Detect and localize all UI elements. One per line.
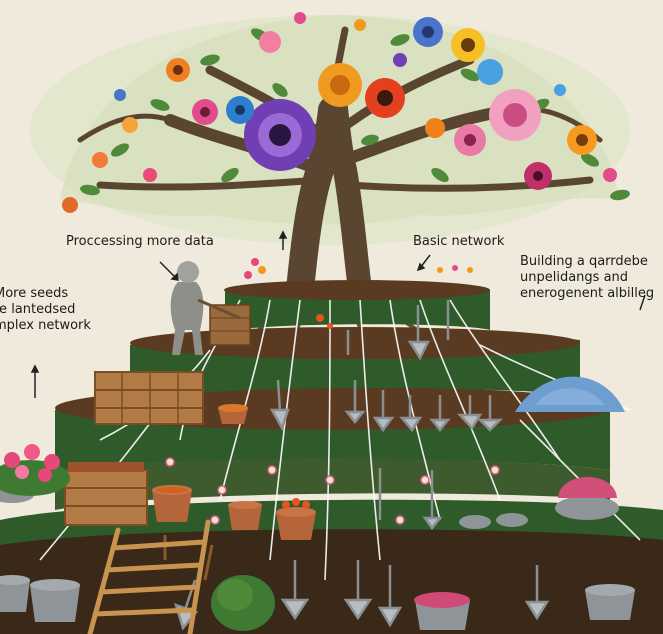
network-nodes <box>165 457 500 525</box>
pink-flower-2 <box>454 124 486 156</box>
bowl <box>555 477 619 520</box>
label-building-line-1: Building a qarrdebe <box>520 254 648 269</box>
top-tier-flowers <box>244 258 473 329</box>
label-basic-network: Basic network <box>413 234 505 249</box>
label-building-line-2: unpelidangs and <box>520 270 629 285</box>
purple-flower <box>244 99 316 171</box>
flower-pots <box>0 404 635 630</box>
orange-flower <box>318 63 362 107</box>
pot <box>414 592 470 630</box>
red-flower <box>365 78 405 118</box>
label-processing-more-data: Proccessing more data <box>66 234 214 249</box>
pink-flower-3 <box>192 99 218 125</box>
sunflower <box>451 28 485 62</box>
blue-flower-2 <box>226 96 254 124</box>
label-building-line-3: enerogenent albilleg <box>520 286 655 301</box>
label-seeds-line-3: mplex network <box>0 318 91 333</box>
bowl <box>459 515 491 529</box>
wooden-planter-upper <box>94 371 204 425</box>
blue-seed-mound <box>515 376 625 412</box>
pointer-arrows <box>30 230 646 398</box>
pink-flower-bush <box>0 444 70 496</box>
pot <box>152 485 192 522</box>
garden-tools <box>163 300 550 631</box>
gardener-figure <box>170 261 241 355</box>
label-building-garden: Building a qarrdebe unpelidangs and ener… <box>520 254 654 302</box>
pink-flower <box>489 89 541 141</box>
pot <box>228 501 262 530</box>
orange-flower-4 <box>425 118 445 138</box>
magenta-flower <box>524 162 552 190</box>
pot <box>585 584 635 620</box>
label-seeds-line-2: re lantedsed <box>0 302 76 317</box>
green-shrub <box>211 575 275 631</box>
pot <box>0 575 30 612</box>
compost-box <box>209 304 251 346</box>
ladder <box>87 519 211 634</box>
orange-flower-2 <box>166 58 190 82</box>
label-more-seeds: More seeds re lantedsed mplex network <box>0 286 91 334</box>
bowl <box>496 513 528 527</box>
wooden-planter-lower <box>64 462 148 526</box>
blue-flower <box>413 17 443 47</box>
tree-flowers <box>62 12 617 213</box>
blue-flower-3 <box>477 59 503 85</box>
pot <box>276 498 316 540</box>
label-seeds-line-1: More seeds <box>0 286 69 301</box>
pink-flower-4 <box>259 31 281 53</box>
pot <box>218 404 248 424</box>
pot <box>30 579 80 622</box>
orange-flower-3 <box>567 125 597 155</box>
